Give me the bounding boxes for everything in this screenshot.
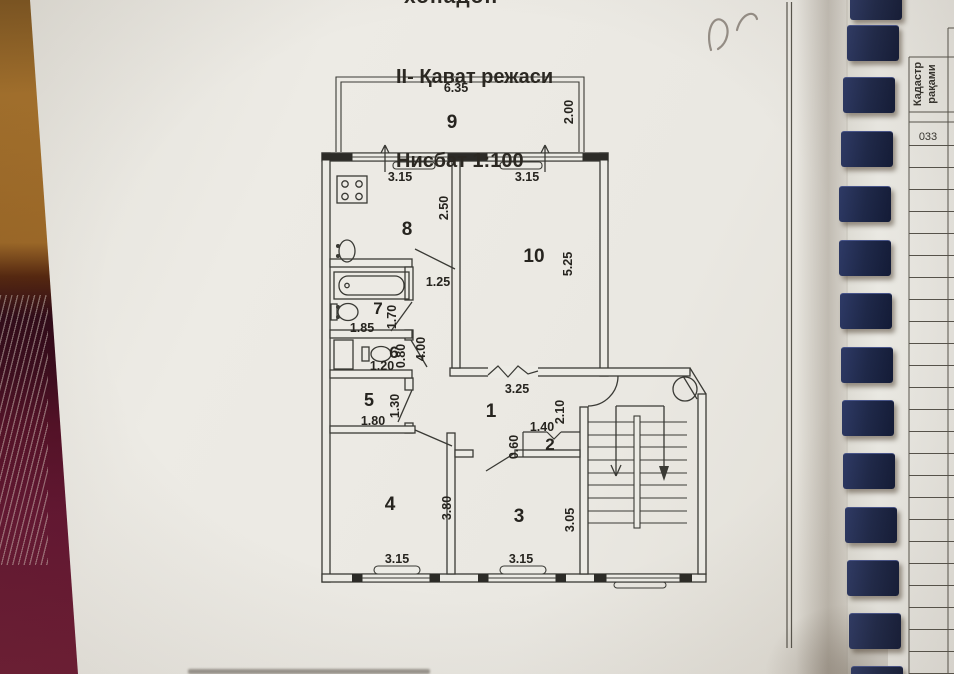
binding-comb — [845, 507, 902, 543]
room-number: 8 — [402, 219, 413, 240]
bathtub-icon — [333, 271, 410, 300]
room-number: 2 — [545, 435, 554, 454]
dim-label: 3.15 — [515, 170, 539, 184]
binding-comb — [847, 560, 904, 596]
table-header-word: рақами — [926, 64, 938, 103]
binding-comb — [843, 453, 900, 489]
binding-comb — [842, 400, 899, 436]
cadastre-side-table: Кадастр рақами 033 — [908, 27, 954, 674]
fabric-fringe — [0, 295, 48, 565]
binding-comb — [841, 347, 898, 383]
room-number: 4 — [385, 494, 396, 515]
dim-label: 4.00 — [414, 337, 428, 361]
dim-label: 1.30 — [388, 394, 402, 418]
clipped-top-line: хонадон — [404, 0, 498, 9]
binding-comb — [841, 131, 898, 167]
room-number: 7 — [373, 299, 382, 318]
binding-comb — [839, 186, 896, 222]
dim-label: 3.15 — [388, 170, 412, 184]
dim-label: 6.35 — [444, 81, 468, 95]
plan-labels: 6.35 9 2.00 3.15 3.15 8 2.50 1.25 10 5.2… — [350, 81, 577, 566]
windows — [322, 152, 692, 583]
staircase — [588, 405, 687, 589]
room-number: 9 — [447, 112, 458, 133]
room-number: 5 — [364, 390, 374, 410]
dim-label: 0.80 — [394, 344, 408, 368]
table-cell-value: 033 — [919, 131, 937, 143]
binding-comb — [839, 240, 896, 276]
dim-label: 2.10 — [553, 400, 567, 424]
dim-label: 3.15 — [385, 552, 409, 566]
entrance-door-arc — [587, 375, 619, 407]
dim-label: 1.80 — [361, 414, 385, 428]
binding-comb — [850, 0, 907, 20]
wall-opening-break — [487, 365, 539, 378]
dim-label: 1.20 — [370, 359, 394, 373]
binding-comb — [840, 293, 897, 329]
room-number: 3 — [514, 506, 525, 527]
dim-label: 3.05 — [563, 508, 577, 532]
dim-label: 2.00 — [562, 100, 576, 124]
table-header-word: Кадастр — [912, 62, 924, 107]
binding-comb — [851, 666, 908, 674]
stair-window-sill — [613, 581, 667, 589]
window-arrows — [380, 144, 550, 172]
toilet-icon — [361, 345, 392, 363]
dim-label: 0.60 — [507, 435, 521, 459]
dim-label: 3.15 — [509, 552, 533, 566]
scale-note: Нисбат 1:100 — [396, 150, 524, 172]
dim-label: 1.70 — [385, 305, 399, 329]
garbage-chute-circle — [672, 376, 698, 402]
binding-comb — [847, 25, 904, 61]
kitchen-sink-icon — [335, 239, 356, 263]
floor-title: II- Қават режаси — [396, 66, 554, 88]
page-gap-shadow — [796, 0, 848, 674]
fixtures — [330, 175, 698, 402]
binding-comb — [843, 77, 900, 113]
room-number: 6 — [389, 343, 398, 362]
stove-icon — [336, 175, 368, 204]
binding-comb — [849, 613, 906, 649]
dim-label: 3.25 — [505, 382, 529, 396]
room-number: 10 — [523, 246, 544, 267]
dim-label: 1.25 — [426, 275, 450, 289]
footer-block: Кўп қаватли уйнинг бош режаси Манзил: Ту… — [188, 622, 498, 674]
document-page — [30, 0, 848, 674]
dim-label: 5.25 — [561, 252, 575, 276]
room-number: 1 — [486, 401, 497, 422]
dim-label: 3.80 — [440, 496, 454, 520]
stair-direction-arrows — [610, 405, 669, 481]
dim-label: 1.85 — [350, 321, 374, 335]
shaft-box — [333, 339, 354, 370]
dim-label: 1.40 — [530, 420, 554, 434]
clipped-bottom-text — [188, 669, 430, 674]
dim-label: 2.50 — [437, 196, 451, 220]
plan-title-block: II- Қават режаси Нисбат 1:100 — [396, 7, 553, 231]
closet-room2 — [522, 431, 580, 457]
pencil-mark — [707, 12, 759, 52]
washbasin-icon — [330, 302, 359, 322]
page-frame-line — [786, 2, 793, 648]
door-leaves — [390, 248, 619, 472]
